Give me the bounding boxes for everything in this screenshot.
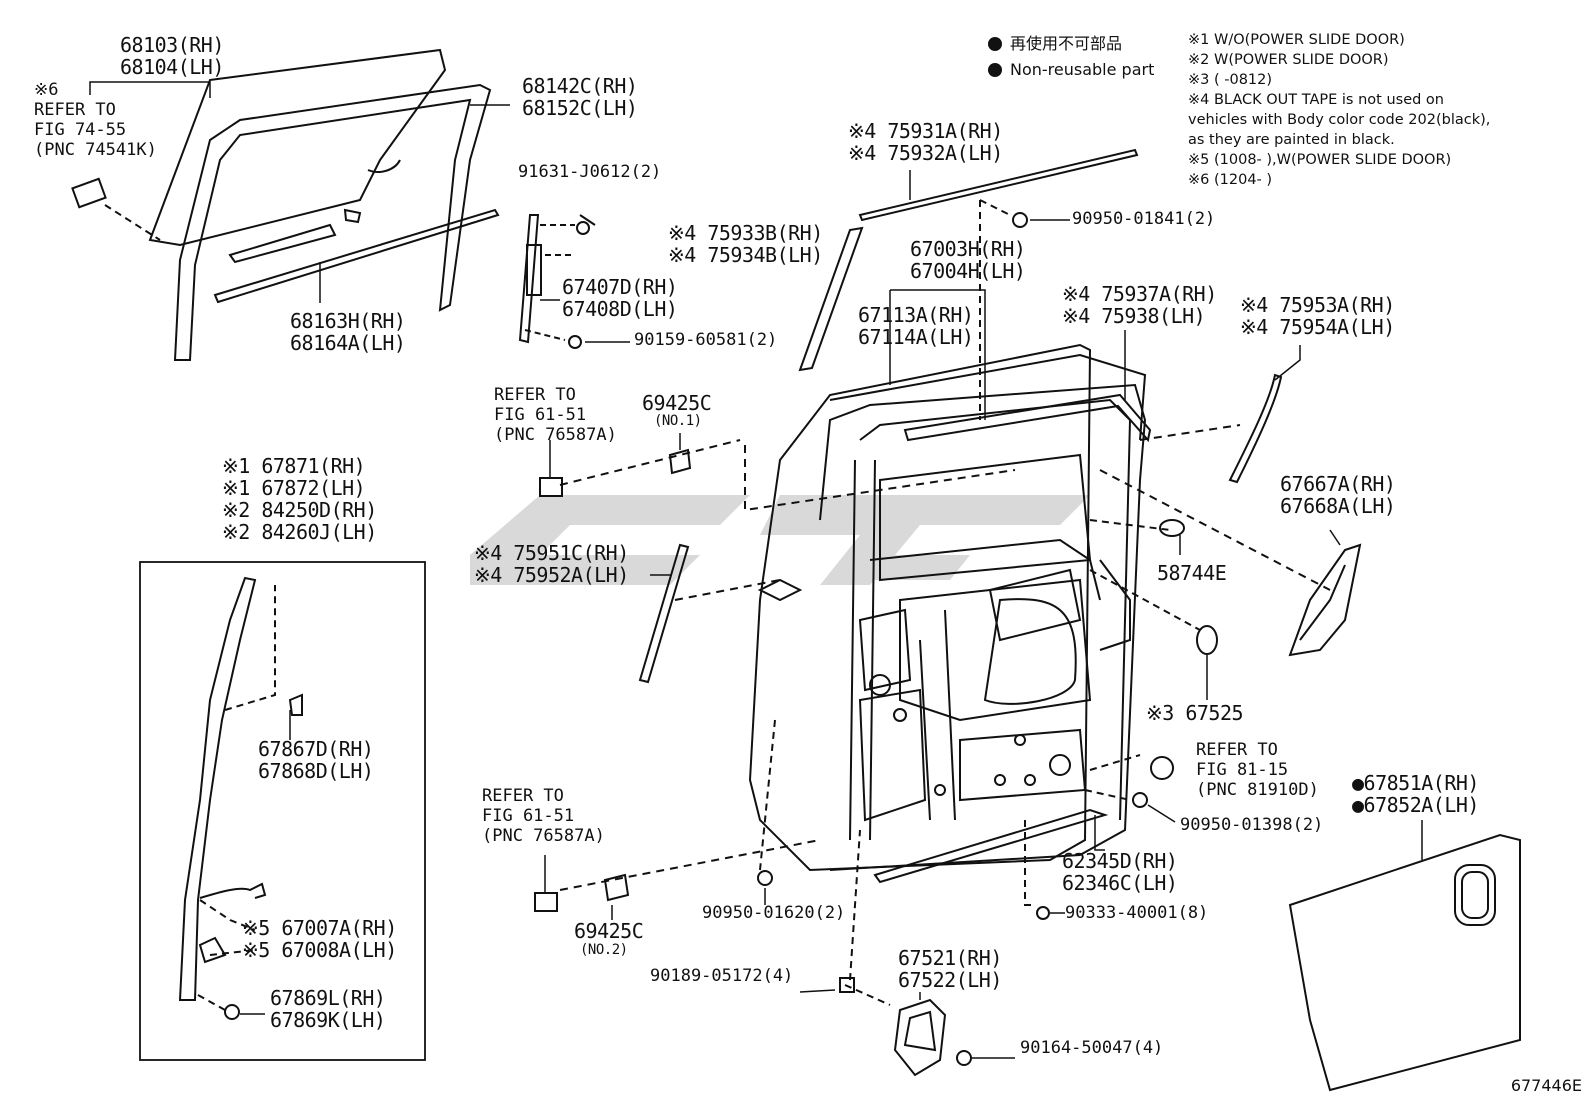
note-2: ※2 W(POWER SLIDE DOOR): [1188, 52, 1389, 68]
label-62345[interactable]: 62345D(RH)62346C(LH): [1062, 849, 1178, 895]
service-hole-cover: [1288, 833, 1521, 1092]
label-90189[interactable]: 90189-05172(4): [650, 966, 794, 986]
label-69425-no1-sub: (NO.1): [654, 413, 702, 429]
note-3: ※3 ( -0812): [1188, 72, 1273, 88]
door-bracket: [893, 998, 947, 1077]
inset-frame: [139, 561, 426, 1061]
note-5: ※5 (1008- ),W(POWER SLIDE DOOR): [1188, 152, 1452, 168]
glass-run: [173, 83, 492, 361]
label-58744[interactable]: 58744E: [1157, 561, 1227, 585]
note-1: ※1 W/O(POWER SLIDE DOOR): [1188, 32, 1405, 48]
watermark-logo: [470, 495, 1090, 585]
label-90164[interactable]: 90164-50047(4): [1020, 1038, 1164, 1058]
label-75937[interactable]: ※4 75937A(RH)※4 75938(LH): [1062, 282, 1217, 328]
label-75933[interactable]: ※4 75933B(RH)※4 75934B(LH): [668, 221, 823, 267]
label-67521[interactable]: 67521(RH)67522(LH): [898, 946, 1002, 992]
label-90950-01398[interactable]: 90950-01398(2): [1180, 815, 1324, 835]
label-75931[interactable]: ※4 75931A(RH)※4 75932A(LH): [848, 119, 1003, 165]
channel-bracket: [518, 214, 540, 344]
label-67869[interactable]: 67869L(RH)67869K(LH): [270, 986, 386, 1032]
note-4: ※4 BLACK OUT TAPE is not used on: [1188, 92, 1444, 108]
label-68142[interactable]: 68142C(RH)68152C(LH): [522, 74, 638, 120]
note-4b: vehicles with Body color code 202(black)…: [1188, 112, 1491, 128]
label-67525[interactable]: ※3 67525: [1146, 701, 1244, 725]
label-67867[interactable]: 67867D(RH)67868D(LH): [258, 737, 374, 783]
legend-nonreusable-en: Non-reusable part: [988, 57, 1154, 83]
door-panel: [748, 343, 1092, 872]
label-91631[interactable]: 91631-J0612(2): [518, 162, 662, 182]
label-75951[interactable]: ※4 75951C(RH)※4 75952A(LH): [474, 541, 629, 587]
label-68163[interactable]: 68163H(RH)68164A(LH): [290, 309, 406, 355]
label-67871[interactable]: ※1 67871(RH)※1 67872(LH)※2 84250D(RH)※2 …: [222, 454, 377, 544]
label-90950-01841[interactable]: 90950-01841(2): [1072, 209, 1216, 229]
legend: 再使用不可部品 Non-reusable part: [988, 31, 1154, 83]
label-69425-no2[interactable]: 69425C: [574, 919, 644, 943]
footnotes: ※1 W/O(POWER SLIDE DOOR) ※2 W(POWER SLID…: [1188, 30, 1490, 190]
note-4c: as they are painted in black.: [1188, 132, 1395, 148]
figure-id: 677446E: [1510, 1076, 1582, 1095]
label-67851[interactable]: ●67851A(RH)●67852A(LH): [1352, 771, 1479, 817]
label-67667[interactable]: 67667A(RH)67668A(LH): [1280, 472, 1396, 518]
label-68103[interactable]: 68103(RH)68104(LH): [120, 33, 224, 79]
label-67007[interactable]: ※5 67007A(RH)※5 67008A(LH): [242, 916, 397, 962]
label-67003[interactable]: 67003H(RH)67004H(LH): [910, 237, 1026, 283]
label-90159[interactable]: 90159-60581(2): [634, 330, 778, 350]
label-90950-01620[interactable]: 90950-01620(2): [702, 903, 846, 923]
label-67407[interactable]: 67407D(RH)67408D(LH): [562, 275, 678, 321]
label-90333[interactable]: 90333-40001(8): [1065, 903, 1209, 923]
note-6: ※6 (1204- ): [1188, 172, 1273, 188]
label-69425-no2-sub: (NO.2): [580, 942, 628, 958]
door-glass: [148, 48, 447, 247]
legend-nonreusable-jp: 再使用不可部品: [988, 31, 1154, 57]
label-75953[interactable]: ※4 75953A(RH)※4 75954A(LH): [1240, 293, 1395, 339]
label-67113[interactable]: 67113A(RH)67114A(LH): [858, 303, 974, 349]
label-69425-no1[interactable]: 69425C: [642, 391, 712, 415]
